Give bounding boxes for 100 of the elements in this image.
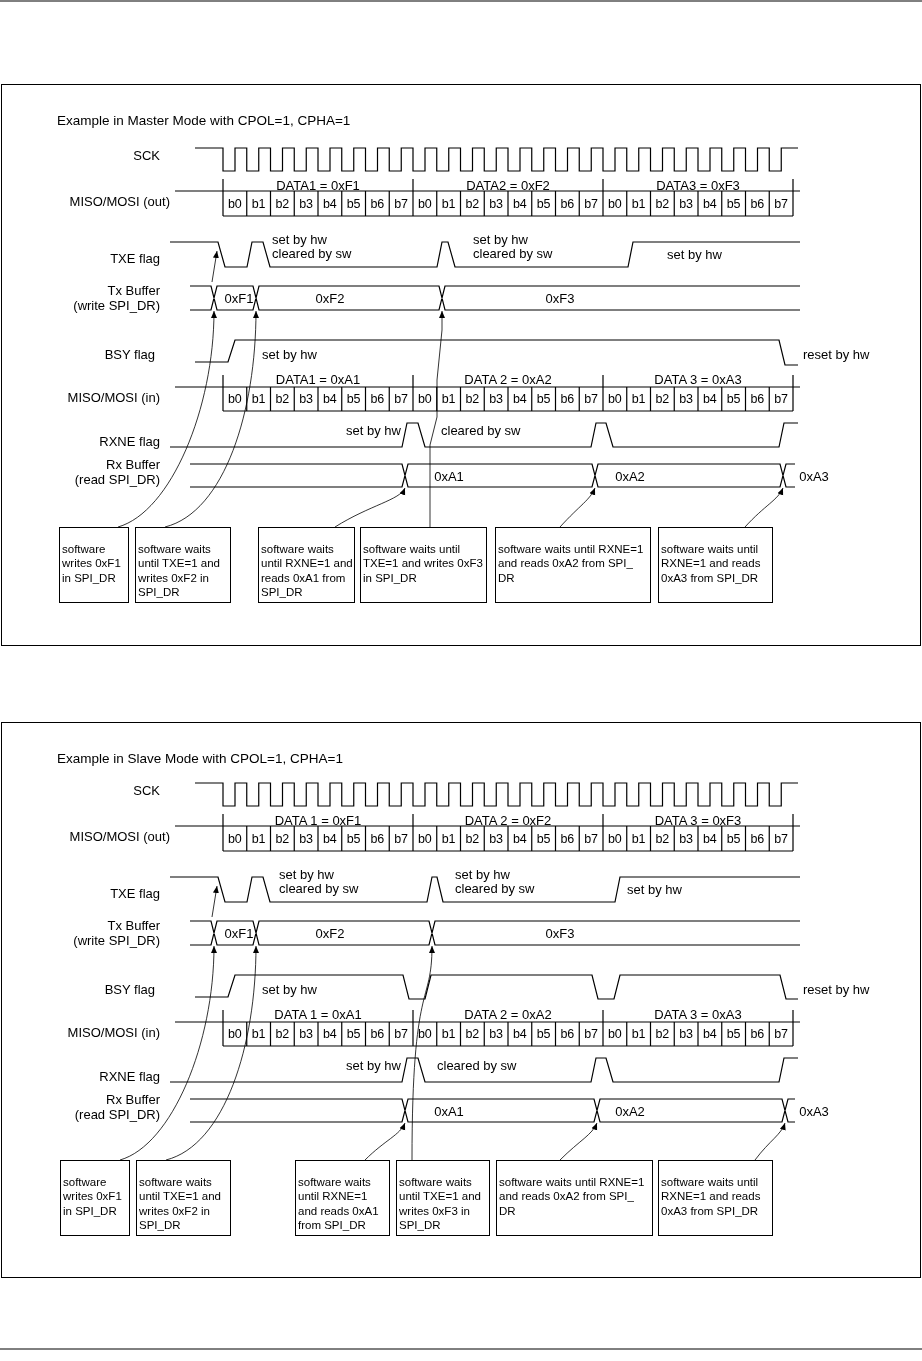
annotation-text: set by hw (455, 866, 510, 882)
bit-label: b4 (512, 196, 527, 212)
callout-text: software waits until RXNE=1 and reads 0xA1 from SPI_DR (261, 543, 353, 598)
bit-label: b2 (275, 391, 290, 407)
panel-heading: Example in Slave Mode with CPOL=1, CPHA=1 (57, 751, 343, 766)
bit-label: b0 (227, 391, 242, 407)
data-byte-label: DATA2 = 0xF2 (466, 177, 550, 193)
bit-label: b2 (275, 831, 290, 847)
callout-text: software waits until TXE=1 and writes 0xF2 in SPI_DR (139, 1176, 221, 1231)
bit-label: b3 (489, 831, 504, 847)
bus-waveform (190, 286, 800, 310)
annotation-text: set by hw (272, 231, 327, 247)
annotation-text: set by hw (279, 866, 334, 882)
bit-label: b0 (227, 831, 242, 847)
bit-label: b5 (726, 1026, 741, 1042)
bit-label: b3 (299, 196, 314, 212)
bit-label: b0 (417, 196, 432, 212)
callout-text: software waits until RXNE=1 and reads 0xA3 from SPI_DR (661, 1176, 761, 1217)
bit-label: b3 (299, 391, 314, 407)
bit-label: b2 (465, 391, 480, 407)
callout-box (136, 1160, 231, 1236)
bit-label: b0 (607, 391, 622, 407)
annotation-text: set by hw (262, 346, 317, 362)
bit-label: b7 (394, 391, 409, 407)
callout-box (60, 1160, 130, 1236)
bit-label: b4 (702, 831, 717, 847)
bit-label: b7 (394, 196, 409, 212)
buffer-value: 0xF3 (545, 925, 575, 941)
data-byte-label: DATA 2 = 0xA2 (464, 1006, 552, 1022)
callout-box (135, 527, 231, 603)
bit-label: b5 (346, 831, 361, 847)
signal-name: (write SPI_DR) (73, 297, 160, 313)
bit-label: b2 (655, 1026, 670, 1042)
callout-text: software waits until RXNE=1 and reads 0xA3 from SPI_DR (661, 543, 761, 584)
bit-label: b3 (489, 196, 504, 212)
bit-label: b2 (655, 391, 670, 407)
bit-label: b7 (774, 391, 789, 407)
bit-label: b4 (512, 831, 527, 847)
bit-label: b0 (227, 196, 242, 212)
bit-label: b5 (346, 196, 361, 212)
bit-label: b3 (679, 831, 694, 847)
bit-label: b0 (417, 391, 432, 407)
buffer-value: 0xA3 (799, 1103, 829, 1118)
signal-name: MISO/MOSI (in) (67, 1024, 160, 1040)
buffer-value: 0xF2 (315, 925, 345, 941)
buffer-value: 0xF3 (545, 290, 575, 306)
data-byte-label: DATA 2 = 0xA2 (464, 371, 552, 387)
signal-name: RXNE flag (99, 1068, 160, 1084)
callout-box (360, 527, 487, 603)
bit-label: b4 (702, 1026, 717, 1042)
callout-text: software waits until RXNE=1 and reads 0xA2 from SPI_ DR (499, 1176, 645, 1217)
signal-name: Rx Buffer (106, 456, 160, 472)
bit-label: b7 (774, 1026, 789, 1042)
signal-name: RXNE flag (99, 433, 160, 449)
bit-label: b7 (774, 196, 789, 212)
signal-name: (read SPI_DR) (74, 1106, 160, 1122)
callout-box (258, 527, 355, 603)
bit-label: b1 (631, 831, 646, 847)
data-byte-label: DATA3 = 0xF3 (656, 177, 740, 193)
callout-text: software waits until RXNE=1 and reads 0xA1 from SPI_DR (298, 1176, 379, 1231)
data-byte-label: DATA1 = 0xA1 (275, 371, 361, 387)
bus-waveform (190, 464, 830, 487)
bit-label: b2 (655, 831, 670, 847)
bit-label: b7 (584, 1026, 599, 1042)
bit-label: b0 (607, 1026, 622, 1042)
bit-label: b1 (251, 391, 266, 407)
bit-label: b4 (512, 391, 527, 407)
bit-label: b3 (489, 391, 504, 407)
annotation-text: set by hw (667, 246, 722, 262)
data-byte-label: DATA 3 = 0xF3 (654, 812, 742, 828)
callout-text: software waits until TXE=1 and writes 0xF3 in SPI_DR (399, 1176, 481, 1231)
bit-label: b0 (417, 831, 432, 847)
bit-label: b2 (465, 831, 480, 847)
bit-label: b3 (299, 1026, 314, 1042)
bit-label: b4 (322, 831, 337, 847)
data-byte-label: DATA 3 = 0xA3 (654, 371, 742, 387)
annotation-text: set by hw (627, 881, 682, 897)
annotation-text: reset by hw (803, 346, 870, 362)
bit-label: b4 (512, 1026, 527, 1042)
signal-name: BSY flag (104, 981, 155, 997)
bit-label: b7 (394, 831, 409, 847)
bit-label: b4 (322, 391, 337, 407)
signal-name: TXE flag (110, 885, 160, 901)
bit-label: b2 (275, 196, 290, 212)
bit-label: b0 (417, 1026, 432, 1042)
bit-label: b5 (346, 1026, 361, 1042)
signal-name: MISO/MOSI (in) (67, 389, 160, 405)
annotation-text: reset by hw (803, 981, 870, 997)
callout-box (396, 1160, 490, 1236)
bit-label: b1 (631, 1026, 646, 1042)
bit-label: b2 (465, 1026, 480, 1042)
signal-name: (write SPI_DR) (73, 932, 160, 948)
signal-name: TXE flag (110, 250, 160, 266)
bit-label: b6 (370, 391, 385, 407)
signal-name: Rx Buffer (106, 1091, 160, 1107)
bit-label: b6 (560, 1026, 575, 1042)
bit-label: b5 (536, 1026, 551, 1042)
buffer-value: 0xA1 (434, 468, 464, 483)
bit-label: b1 (251, 1026, 266, 1042)
signal-name: (read SPI_DR) (74, 471, 160, 487)
